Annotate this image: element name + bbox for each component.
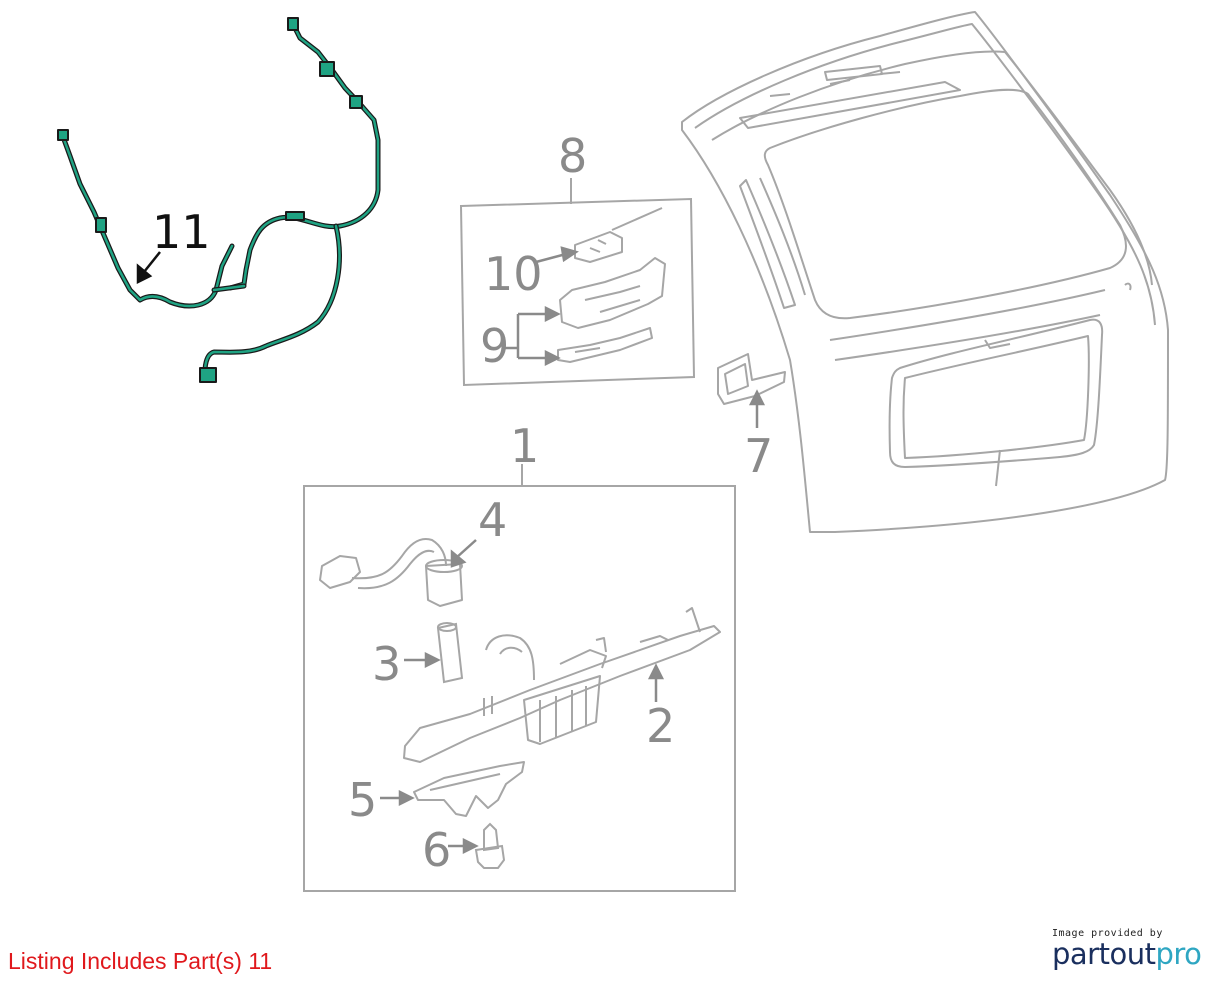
- part-11-wiring-harness: [57, 17, 381, 383]
- part-9-latch: [557, 257, 666, 363]
- part-5-lens: [413, 761, 525, 817]
- callout-9: 9: [480, 319, 509, 373]
- part-7-handle: [717, 353, 786, 405]
- part-1-box: [303, 464, 736, 892]
- logo-part-2: pro: [1155, 937, 1202, 971]
- callout-6: 6: [422, 823, 451, 877]
- callout-11-arrow: [136, 251, 161, 285]
- liftgate-outline: [681, 11, 1169, 533]
- part-8-box: [459, 178, 696, 387]
- callout-11: 11: [152, 205, 211, 259]
- callout-9-10-arrows: [502, 246, 579, 367]
- part-2-lamp-housing: [403, 607, 721, 763]
- part-10-motor: [574, 207, 663, 263]
- part-3-bulb: [436, 622, 464, 684]
- callout-10: 10: [484, 247, 543, 301]
- partoutpro-logo: partoutpro: [1052, 939, 1202, 969]
- callout-5: 5: [348, 773, 377, 827]
- callout-2: 2: [646, 699, 675, 753]
- brand-credit: Image provided by partoutpro: [1052, 928, 1202, 969]
- callout-4: 4: [478, 493, 507, 547]
- provided-by-label: Image provided by: [1052, 928, 1163, 939]
- callout-1: 1: [510, 419, 539, 473]
- callout-3-arrow: [404, 651, 441, 669]
- callout-7-arrow: [748, 389, 766, 428]
- part-6-screw: [474, 822, 506, 869]
- callout-3: 3: [372, 637, 401, 691]
- logo-part-1: partout: [1052, 937, 1156, 971]
- callout-8: 8: [558, 129, 587, 183]
- callout-7: 7: [744, 429, 773, 483]
- callout-4-arrow: [450, 539, 477, 568]
- part-4-socket: [319, 538, 463, 607]
- callout-2-arrow: [647, 663, 665, 702]
- listing-caption: Listing Includes Part(s) 11: [8, 948, 273, 974]
- callout-6-arrow: [448, 837, 479, 855]
- callout-5-arrow: [380, 789, 415, 807]
